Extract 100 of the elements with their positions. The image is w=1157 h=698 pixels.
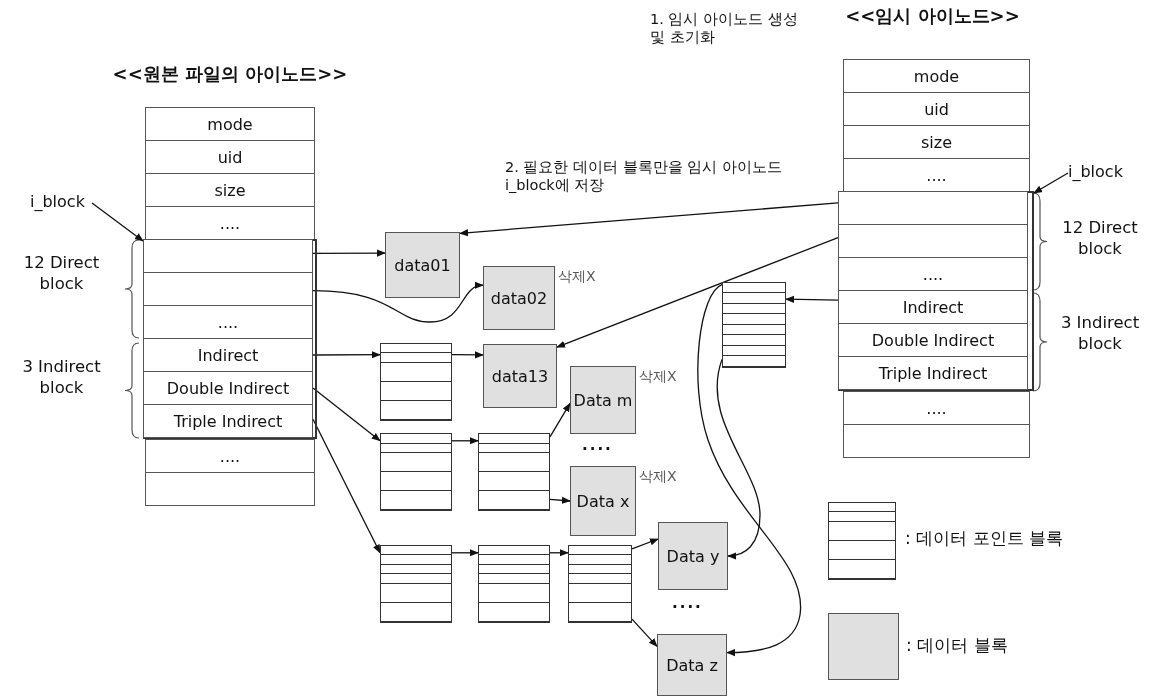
- field-label: Double Indirect: [871, 330, 995, 350]
- field-label: size: [214, 180, 246, 200]
- field-label: Triple Indirect: [173, 411, 283, 431]
- arrow: [312, 418, 381, 554]
- field-label: ....: [217, 312, 239, 332]
- legend-label: : 데이터 포인트 블록: [905, 528, 1063, 550]
- ellipsis-label: ....: [582, 436, 613, 455]
- block-label: data13: [491, 366, 549, 386]
- block-label: Data z: [666, 655, 718, 675]
- pointer-block: [380, 343, 452, 421]
- inode-field-row: [145, 439, 315, 473]
- inode-field-row: [838, 257, 1028, 291]
- arrow: [549, 496, 571, 504]
- i-block-group: [143, 239, 317, 439]
- arrow: [716, 358, 761, 560]
- arrow: [451, 437, 479, 445]
- arrow: [549, 402, 571, 438]
- field-label: ....: [922, 264, 944, 284]
- block-label: data01: [394, 255, 451, 275]
- field-label: ....: [926, 398, 947, 418]
- inode-field-row: [143, 239, 313, 273]
- brace-label: 3 Indirect block: [1059, 313, 1141, 355]
- deleted-mark-label: 삭제X: [639, 368, 677, 386]
- inode-field-row: [143, 272, 313, 306]
- field-label: Indirect: [902, 297, 964, 317]
- pointer-block: [380, 545, 452, 623]
- block-label: Data m: [573, 390, 633, 410]
- field-label: ....: [219, 446, 241, 466]
- inode-field-row: [143, 404, 313, 438]
- brace-label: 12 Direct block: [1061, 218, 1139, 260]
- inode-field-row: [145, 472, 315, 506]
- field-label: uid: [924, 99, 949, 119]
- arrow: [631, 538, 659, 550]
- data-block: [483, 266, 555, 330]
- inode-field-row: [838, 290, 1028, 324]
- arrow: [549, 549, 569, 557]
- table-heading: <<원본 파일의 아이노드>>: [111, 62, 349, 86]
- data-block: [570, 466, 636, 536]
- inode-field-row: [145, 107, 315, 141]
- inode-field-row: [143, 305, 313, 339]
- pointer-block: [722, 282, 786, 368]
- brace-label: 12 Direct block: [22, 253, 101, 295]
- inode-field-row: [843, 59, 1030, 93]
- pointer-block: [478, 433, 550, 511]
- arrow: [1033, 172, 1069, 194]
- field-label: ....: [219, 213, 241, 233]
- inode-field-row: [843, 424, 1030, 458]
- arrow: [697, 283, 802, 657]
- inode-field-row: [143, 371, 313, 405]
- inode-field-row: [843, 391, 1030, 425]
- field-label: mode: [913, 66, 960, 86]
- legend-label: : 데이터 블록: [906, 635, 1008, 657]
- arrow: [556, 236, 839, 348]
- inode-field-row: [145, 206, 315, 240]
- data-block: [657, 634, 727, 696]
- deleted-mark-label: 삭제X: [558, 268, 596, 286]
- ellipsis-label: ....: [672, 594, 703, 613]
- data-block: [658, 522, 728, 590]
- pointer-block: [380, 433, 452, 511]
- field-label: Double Indirect: [166, 378, 290, 398]
- inode-field-row: [843, 92, 1030, 126]
- inode-field-row: [145, 140, 315, 174]
- field-label: mode: [207, 114, 253, 134]
- step-note: 1. 임시 아이노드 생성 및 초기화: [650, 10, 799, 47]
- inode-field-row: [843, 158, 1030, 192]
- data-block: [570, 366, 636, 434]
- field-label: uid: [217, 147, 243, 167]
- inode-field-row: [838, 224, 1028, 258]
- arrow: [312, 282, 484, 323]
- inode-field-row: [838, 191, 1028, 225]
- field-label: ....: [926, 165, 947, 185]
- arrow: [631, 618, 658, 648]
- arrow: [312, 249, 386, 257]
- field-label: Indirect: [197, 345, 259, 365]
- inode-field-row: [838, 323, 1028, 357]
- inode-field-row: [143, 338, 313, 372]
- arrow: [785, 295, 839, 303]
- inode-field-row: [145, 173, 315, 207]
- step-note: 2. 필요한 데이터 블록만을 임시 아이노드 i_block에 저장: [505, 158, 783, 195]
- pointer-block: [568, 545, 632, 623]
- pointer-label: i_block: [30, 192, 92, 214]
- data-block: [385, 232, 460, 298]
- field-label: size: [921, 132, 952, 152]
- arrow: [459, 202, 839, 237]
- deleted-mark-label: 삭제X: [639, 468, 677, 486]
- pointer-label: i_block: [1068, 162, 1130, 184]
- i-block-group: [838, 191, 1034, 391]
- field-label: Triple Indirect: [878, 363, 988, 383]
- block-label: Data x: [576, 491, 630, 511]
- brace-label: 3 Indirect block: [21, 357, 102, 399]
- arrow: [91, 202, 144, 242]
- arrow: [451, 351, 484, 359]
- block-label: data02: [490, 288, 548, 308]
- pointer-block: [478, 545, 550, 623]
- arrow: [451, 549, 479, 557]
- table-heading: <<임시 아이노드>>: [844, 4, 1021, 28]
- arrow: [312, 351, 381, 359]
- inode-field-row: [843, 125, 1030, 159]
- data-block: [483, 344, 557, 408]
- block-label: Data y: [666, 546, 720, 566]
